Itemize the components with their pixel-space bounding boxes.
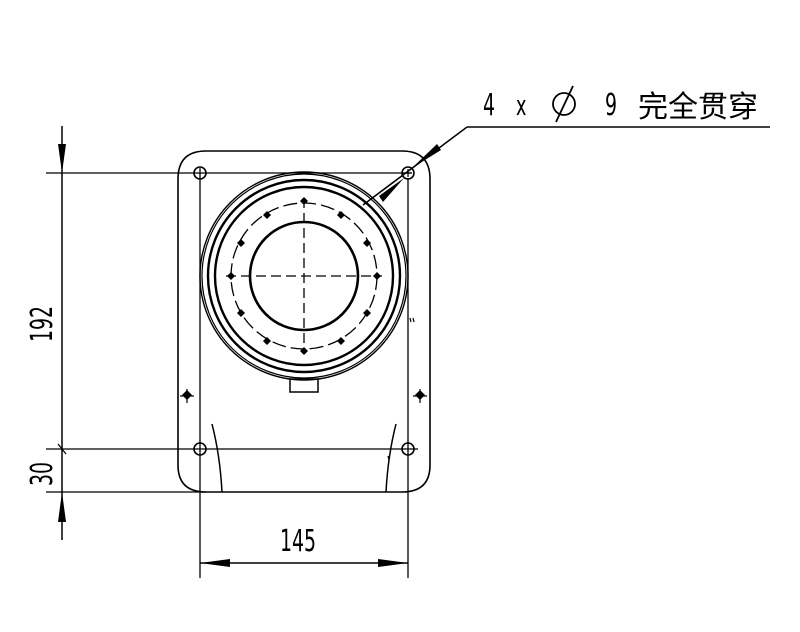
vertical-dimension — [57, 126, 67, 540]
diameter-symbol-icon — [552, 85, 576, 123]
mounting-hole-bottom-right — [401, 442, 415, 456]
hole-callout-note: 完全贯穿 — [638, 90, 758, 125]
leader-arrow-outer — [412, 144, 441, 168]
cable-tab — [289, 378, 319, 393]
dimension-192: 192 — [25, 306, 60, 342]
rotary-flange — [199, 171, 409, 381]
hole-callout-leader — [362, 126, 770, 206]
hole-callout-diameter: 9 — [605, 88, 617, 123]
contour-left — [211, 423, 223, 493]
bolt-holes — [182, 197, 425, 400]
housing-outline — [177, 150, 431, 493]
dimension-30: 30 — [25, 462, 60, 486]
contour-right — [385, 423, 397, 493]
mounting-hole-top-left — [193, 166, 207, 180]
dim-arrow-bottom — [58, 492, 66, 522]
dim-arrow-right — [378, 559, 408, 567]
dim-arrow-top — [58, 144, 66, 173]
hole-callout-times: x — [516, 90, 527, 122]
mounting-hole-bottom-left — [193, 442, 207, 456]
dim-arrow-left — [200, 559, 230, 567]
hole-callout-count: 4 — [483, 88, 495, 123]
dimension-145: 145 — [280, 524, 316, 559]
leader-arrow-inner — [379, 178, 404, 202]
